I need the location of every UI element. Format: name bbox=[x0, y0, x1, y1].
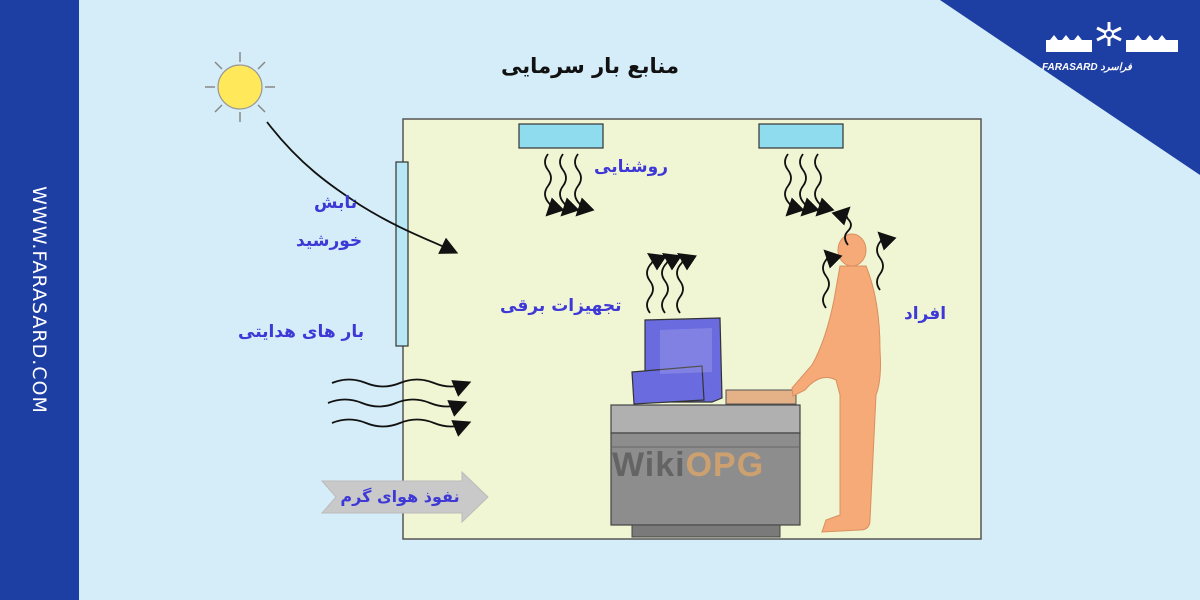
light-fixture-left bbox=[518, 123, 604, 149]
infiltration-label: نفوذ هوای گرم bbox=[340, 487, 460, 506]
brand-name: FARASARD فراسرد bbox=[1042, 62, 1132, 73]
snowflake-gear-icon bbox=[1046, 22, 1178, 52]
window-pane bbox=[395, 161, 409, 347]
solar-label-line1: تابش bbox=[314, 193, 358, 213]
solar-radiation-arrow bbox=[266, 121, 459, 254]
conduction-label: بار های هدایتی bbox=[238, 322, 365, 342]
lighting-label: روشنایی bbox=[594, 157, 668, 177]
watermark-logo: WikiOPG bbox=[612, 446, 764, 485]
person-silhouette bbox=[791, 233, 881, 533]
brand-logo: FARASARD فراسرد bbox=[1042, 20, 1182, 80]
watermark-part2: OPG bbox=[685, 446, 765, 484]
people-label: افراد bbox=[904, 304, 947, 324]
sun-icon bbox=[205, 52, 275, 122]
diagram-title: منابع بار سرمایی bbox=[501, 54, 679, 78]
light-fixture-right bbox=[758, 123, 844, 149]
people-heat-waves bbox=[822, 206, 897, 309]
equipment-cabinet bbox=[610, 389, 801, 538]
watermark-part1: Wiki bbox=[612, 446, 686, 484]
conduction-heat-arrows bbox=[327, 378, 472, 437]
lighting-heat-waves bbox=[544, 153, 835, 217]
side-branding-strip bbox=[0, 0, 79, 600]
infiltration-arrow bbox=[320, 470, 489, 524]
computer-monitor bbox=[631, 317, 723, 405]
corner-triangle bbox=[940, 0, 1200, 175]
equipment-label: تجهیزات برقی bbox=[500, 296, 622, 316]
equipment-heat-waves bbox=[646, 253, 697, 314]
solar-label-line2: خورشید bbox=[296, 231, 363, 251]
